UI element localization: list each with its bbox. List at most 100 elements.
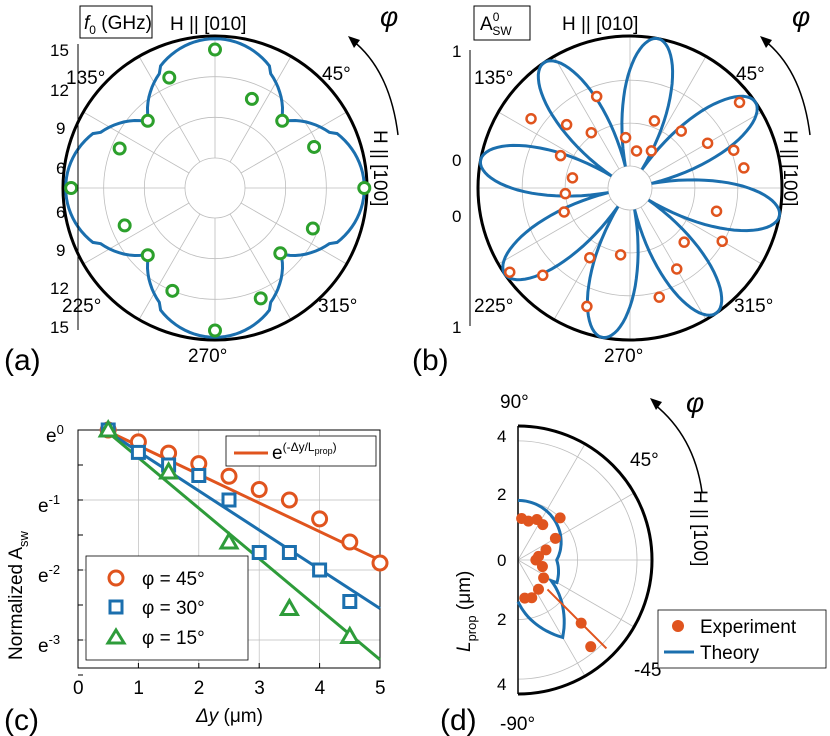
panel-c-label: (c) <box>4 704 39 736</box>
panel-c-point-0-8 <box>341 533 359 551</box>
panel-b-point-1 <box>727 144 740 156</box>
panel-b-point-9 <box>590 90 603 103</box>
panel-c-ytick-1: e-1 <box>38 492 60 517</box>
panel-b-point-3 <box>733 96 746 109</box>
panel-a-point-13 <box>253 291 268 306</box>
panel-b-point-20 <box>581 300 593 313</box>
panel-b-label-box <box>473 5 531 41</box>
panel-c-point-1-6 <box>281 545 297 560</box>
panel-c-point-0-9 <box>371 554 389 572</box>
panel-b-point-21 <box>614 249 627 261</box>
panel-d-grid-spoke-30 <box>517 492 635 561</box>
panel-b-grid-spoke-300 <box>640 206 707 320</box>
panel-c-legend-30: φ = 30° <box>142 598 205 619</box>
panel-b-phi: φ <box>792 1 810 32</box>
panel-a-top-label: H || [010] <box>170 14 246 35</box>
panel-b-angle-270: 270° <box>604 346 643 367</box>
panel-c-legend-marker-30 <box>108 599 124 615</box>
panel-b-angle-225: 225° <box>474 296 513 317</box>
panel-b-rtick-0: 0 <box>452 151 461 170</box>
panel-d-right-label: H || [100] <box>689 490 710 566</box>
panel-d-point-1 <box>526 592 538 604</box>
panel-d-rtick-2: 2 <box>497 485 506 504</box>
panel-a-grid <box>63 36 367 340</box>
panel-b-point-0 <box>738 162 750 174</box>
panel-d-grid-spoke--30 <box>517 559 635 628</box>
panel-c-point-2-2 <box>218 530 240 550</box>
panel-b-point-23 <box>671 263 683 275</box>
panel-a-point-15 <box>305 221 320 236</box>
panel-a-label: (a) <box>4 344 41 377</box>
panel-d-point-14 <box>575 617 587 629</box>
panel-d-phi-arrow <box>653 403 703 493</box>
panel-c-point-0-5 <box>250 481 268 498</box>
panel-b-theory-curve <box>478 36 782 340</box>
panel-b-outer-ring <box>476 34 784 342</box>
panel-a-polar-frequency: 15 12 9 6 6 9 12 15 f0 (GHz) H || [010] … <box>4 1 399 377</box>
panel-d-point-11 <box>531 514 543 526</box>
panel-c-point-1-3 <box>191 468 207 483</box>
panel-d-rtick-0: 0 <box>497 551 506 570</box>
panel-d-radial-ticks: 4 2 0 2 4 <box>497 427 506 694</box>
panel-a-point-4 <box>208 42 222 57</box>
panel-a-phi: φ <box>380 1 398 32</box>
panel-c-y-ticks: e0 e-1 e-2 e-3 <box>38 422 64 657</box>
panel-a-angle-45: 45° <box>322 64 351 85</box>
panel-a-point-8 <box>64 181 79 195</box>
panel-a-rtick-6: 6 <box>56 159 65 178</box>
panel-b-right-label: H || [100] <box>779 130 800 206</box>
panel-d-label: (d) <box>440 704 477 736</box>
panel-c-fit-1 <box>104 428 381 610</box>
panel-d-point-3 <box>538 572 550 584</box>
panel-a-point-10 <box>140 248 155 263</box>
panel-b-phi-arrowhead <box>760 36 772 48</box>
panel-c-xlabel: Δy (μm) <box>195 706 263 727</box>
panel-b-grid <box>478 36 782 340</box>
panel-b-experiment-points <box>503 90 750 313</box>
panel-b-point-6 <box>648 115 661 127</box>
panel-c-ytick-2: e-2 <box>38 562 60 587</box>
panel-c-ytick-0: e0 <box>46 422 64 447</box>
panel-a-grid-spoke-240 <box>138 213 201 320</box>
panel-c-xtick-2: 2 <box>194 678 205 699</box>
panel-d-point-15 <box>585 641 597 653</box>
panel-c-point-1-7 <box>312 562 328 578</box>
panel-d-rtick-2b: 2 <box>497 610 506 629</box>
panel-a-experiment-points <box>64 42 372 338</box>
panel-b-grid-spoke-120 <box>553 56 620 170</box>
panel-a-right-label: H || [100] <box>369 130 390 206</box>
panel-b-point-8 <box>619 131 632 144</box>
panel-c-fit-lines <box>104 428 381 661</box>
panel-b-label: (b) <box>412 344 449 377</box>
panel-c-xtick-3: 3 <box>254 678 265 699</box>
panel-d-point-9 <box>554 512 566 524</box>
panel-b-point-26 <box>710 205 723 217</box>
panel-c-xtick-1: 1 <box>133 678 144 699</box>
panel-c-point-1-1 <box>130 444 146 460</box>
panel-a-angle-315: 315° <box>318 296 357 317</box>
panel-d-experiment-points <box>516 512 608 653</box>
panel-b-point-25 <box>716 235 728 247</box>
panel-a-rtick-9: 9 <box>56 119 65 138</box>
panel-a-grid-spoke-300 <box>229 213 292 320</box>
panel-c-legend: φ = 45° φ = 30° φ = 15° <box>85 555 249 661</box>
panel-c-xtick-4: 4 <box>315 678 326 699</box>
panel-b-point-15 <box>559 187 572 200</box>
panel-a-point-9 <box>117 218 132 233</box>
panel-b-rtick-1: 1 <box>452 42 461 61</box>
panel-c-legend-marker-45 <box>107 569 125 587</box>
panel-c-point-0-7 <box>311 510 329 528</box>
panel-b-angle-45: 45° <box>736 64 765 85</box>
panel-a-point-0 <box>357 181 372 195</box>
panel-a-phi-arrowhead <box>348 36 360 48</box>
panel-c-point-2-3 <box>278 597 300 616</box>
panel-b-point-18 <box>536 269 549 282</box>
panel-a-point-1 <box>307 139 322 154</box>
panel-a-angle-270: 270° <box>188 346 227 367</box>
panel-b-rtick-1b: 1 <box>452 318 461 337</box>
panel-c-point-2-1 <box>158 460 180 480</box>
panel-c-point-0-6 <box>280 491 298 509</box>
panel-d-angle-45: 45° <box>630 450 659 471</box>
panel-c-point-1-5 <box>251 545 267 560</box>
